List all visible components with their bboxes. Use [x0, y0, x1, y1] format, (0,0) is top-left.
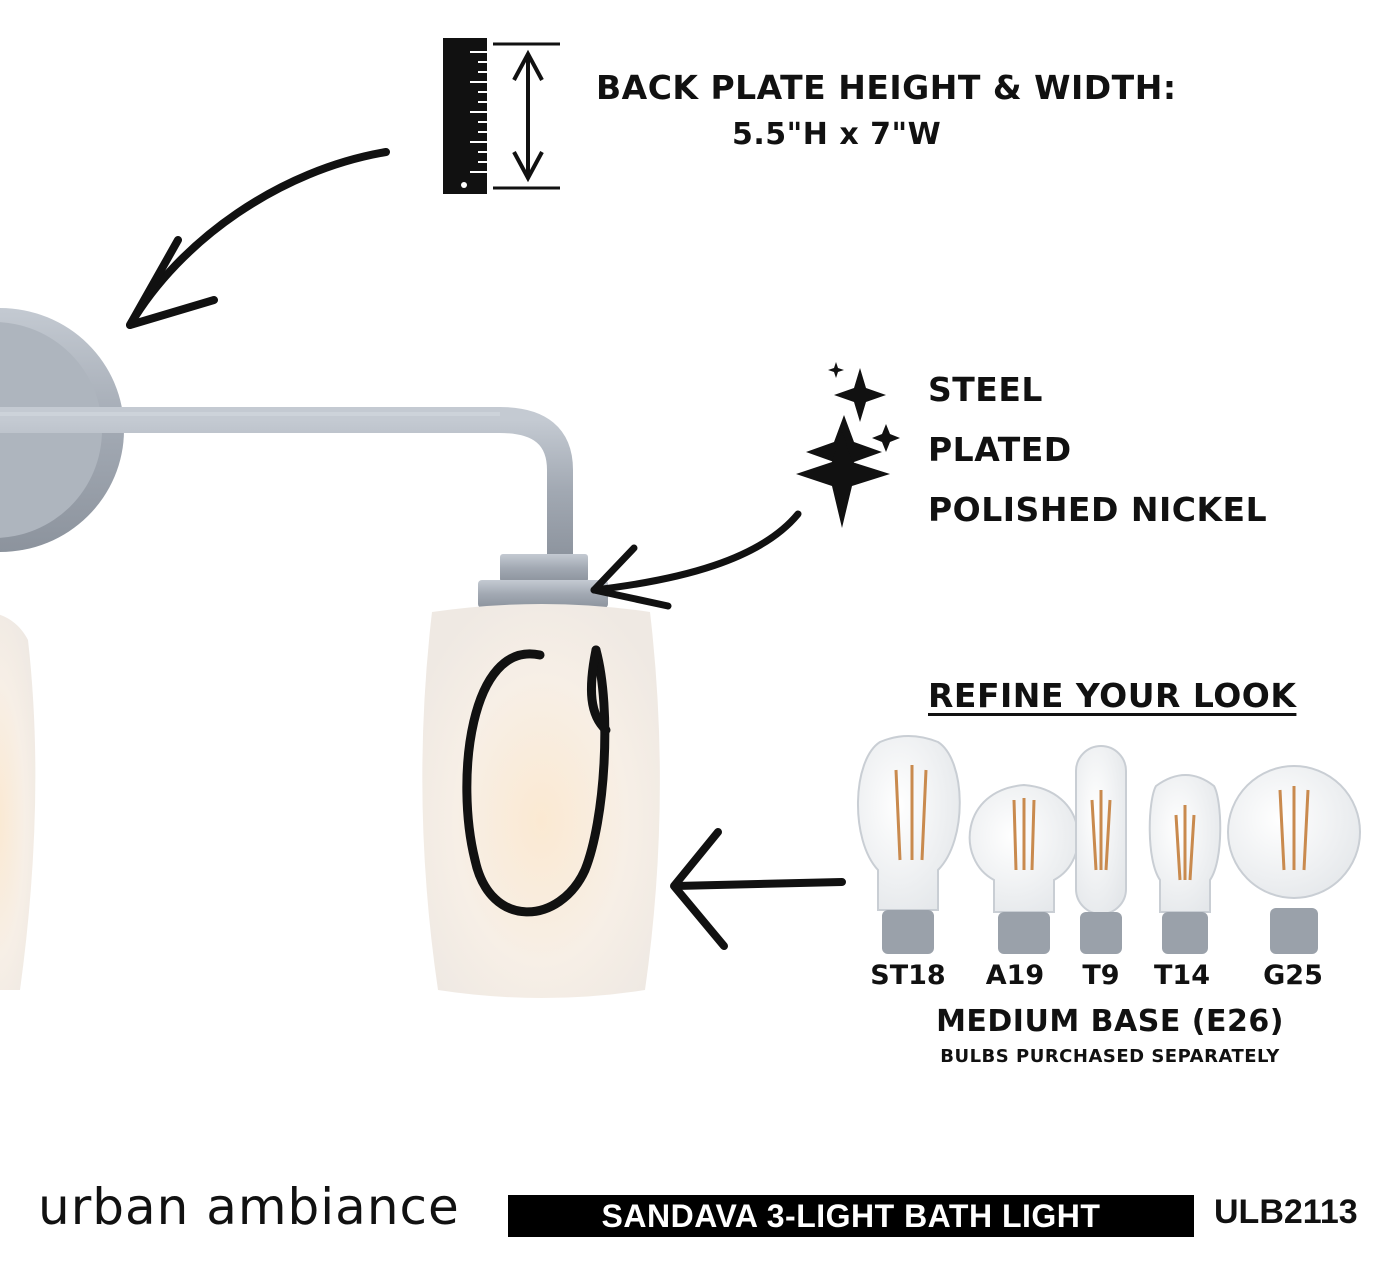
ruler-icon — [443, 38, 560, 194]
refine-title: REFINE YOUR LOOK — [928, 676, 1297, 715]
sparkle-icon — [796, 362, 900, 528]
bulb-label-t9: T9 — [1082, 960, 1120, 991]
product-sku: ULB2113 — [1214, 1193, 1358, 1231]
arrow-to-socket — [590, 510, 802, 610]
material-steel: STEEL — [928, 370, 1043, 409]
arrow-to-back-plate — [126, 148, 390, 329]
bulb-label-g25: G25 — [1263, 960, 1323, 991]
bulb-label-a19: A19 — [985, 960, 1045, 991]
st18-bulb-icon — [857, 735, 961, 954]
product-name: SANDAVA 3-LIGHT BATH LIGHT — [601, 1198, 1101, 1234]
bulbs-note: BULBS PURCHASED SEPARATELY — [940, 1046, 1280, 1067]
glass-shade-left — [0, 614, 36, 990]
backplate-dimension-value: 5.5"H x 7"W — [732, 117, 942, 152]
bulb-label-t14: T14 — [1154, 960, 1210, 991]
backplate-dimension-title: BACK PLATE HEIGHT & WIDTH: — [596, 68, 1177, 107]
fixture-arm — [0, 407, 573, 560]
g25-bulb-icon — [1227, 765, 1361, 954]
material-finish: POLISHED NICKEL — [928, 490, 1268, 529]
brand-logo: urban ambiance — [38, 1178, 460, 1236]
arrow-to-shade — [670, 828, 846, 950]
product-name-bar: SANDAVA 3-LIGHT BATH LIGHT — [508, 1195, 1194, 1237]
bulb-label-st18: ST18 — [870, 960, 946, 991]
socket-cup — [478, 554, 608, 608]
base-type: MEDIUM BASE (E26) — [936, 1004, 1284, 1039]
glass-shade-right — [422, 604, 660, 998]
t9-bulb-icon — [1075, 745, 1127, 954]
t14-bulb-icon — [1148, 774, 1222, 954]
material-plated: PLATED — [928, 430, 1072, 469]
a19-bulb-icon — [968, 783, 1080, 954]
